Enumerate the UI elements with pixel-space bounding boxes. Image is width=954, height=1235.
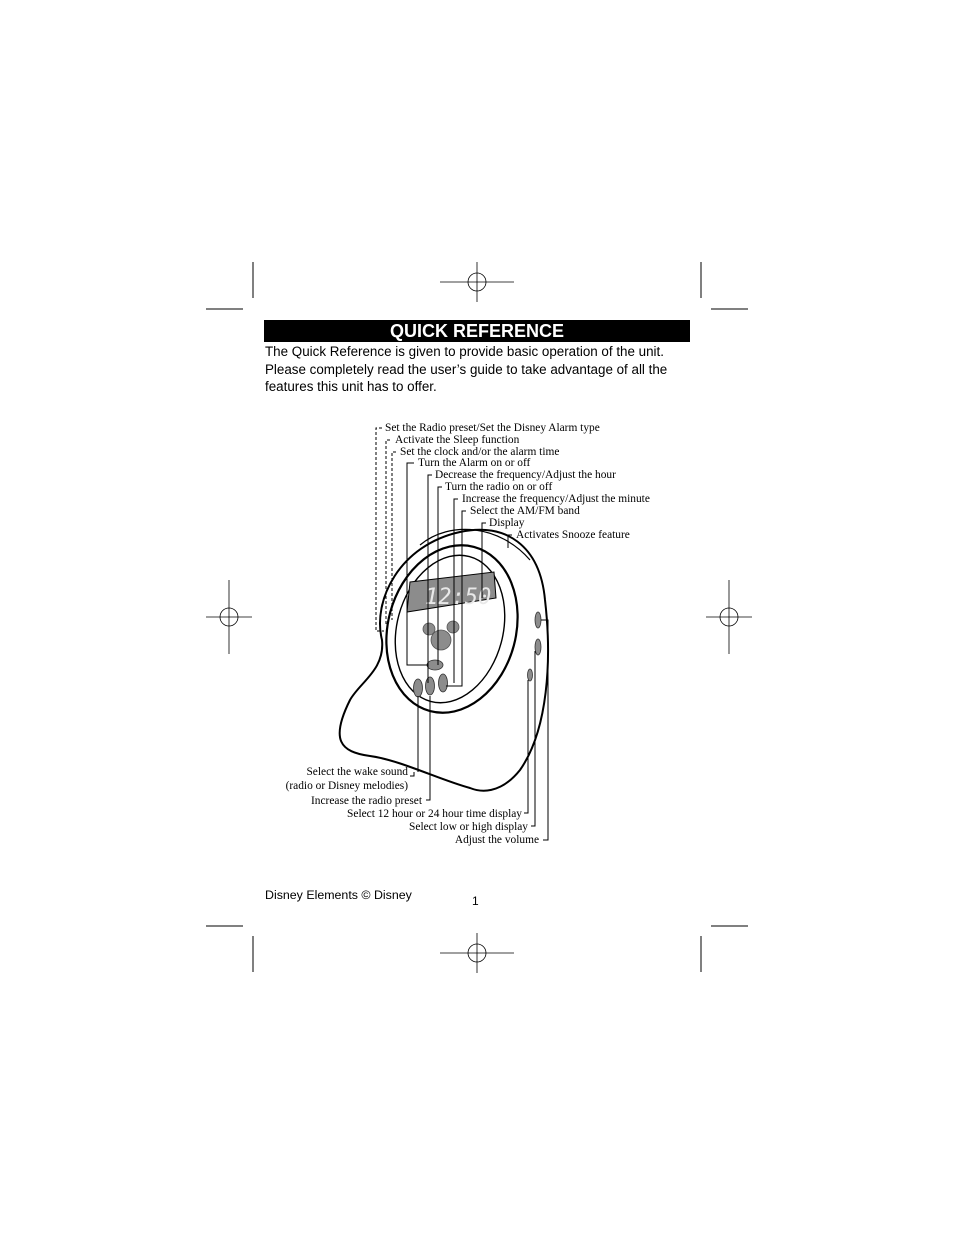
- lcd-display: [406, 571, 497, 613]
- label-alarm-on-off: Turn the Alarm on or off: [418, 457, 531, 469]
- alarm-clock-illustration: [338, 528, 550, 792]
- device-buttons: [413, 611, 542, 698]
- label-wake-sound-options: (radio or Disney melodies): [285, 780, 408, 792]
- intro-line: features this unit has to offer.: [265, 379, 437, 394]
- label-volume: Adjust the volume: [454, 834, 539, 846]
- label-set-clock: Set the clock and/or the alarm time: [400, 446, 560, 458]
- label-sleep-function: Activate the Sleep function: [395, 434, 520, 446]
- registration-marks: [206, 262, 752, 973]
- label-am-fm-band: Select the AM/FM band: [470, 505, 580, 517]
- label-increase-frequency: Increase the frequency/Adjust the minute: [462, 493, 650, 505]
- crop-marks: [206, 262, 748, 972]
- label-snooze: Activates Snooze feature: [516, 529, 630, 541]
- label-decrease-frequency: Decrease the frequency/Adjust the hour: [435, 469, 616, 481]
- section-title: QUICK REFERENCE: [264, 320, 690, 342]
- label-radio-on-off: Turn the radio on or off: [445, 481, 553, 493]
- label-increase-preset: Increase the radio preset: [311, 795, 422, 807]
- intro-text: The Quick Reference is given to provide …: [265, 343, 705, 396]
- lcd-time-readout: 12:50: [425, 585, 491, 610]
- label-display: Display: [489, 517, 525, 529]
- label-radio-preset-alarm-type: Set the Radio preset/Set the Disney Alar…: [385, 422, 600, 434]
- label-display-brightness: Select low or high display: [409, 821, 528, 833]
- leader-lines: [375, 427, 549, 841]
- mickey-emblem-icon: [422, 620, 460, 651]
- page-number: 1: [472, 894, 479, 908]
- label-time-format: Select 12 hour or 24 hour time display: [347, 808, 522, 820]
- copyright-footer: Disney Elements © Disney: [265, 888, 412, 902]
- intro-line: Please completely read the user’s guide …: [265, 361, 668, 377]
- intro-line: The Quick Reference is given to provide …: [265, 344, 664, 359]
- label-wake-sound: Select the wake sound: [306, 766, 408, 778]
